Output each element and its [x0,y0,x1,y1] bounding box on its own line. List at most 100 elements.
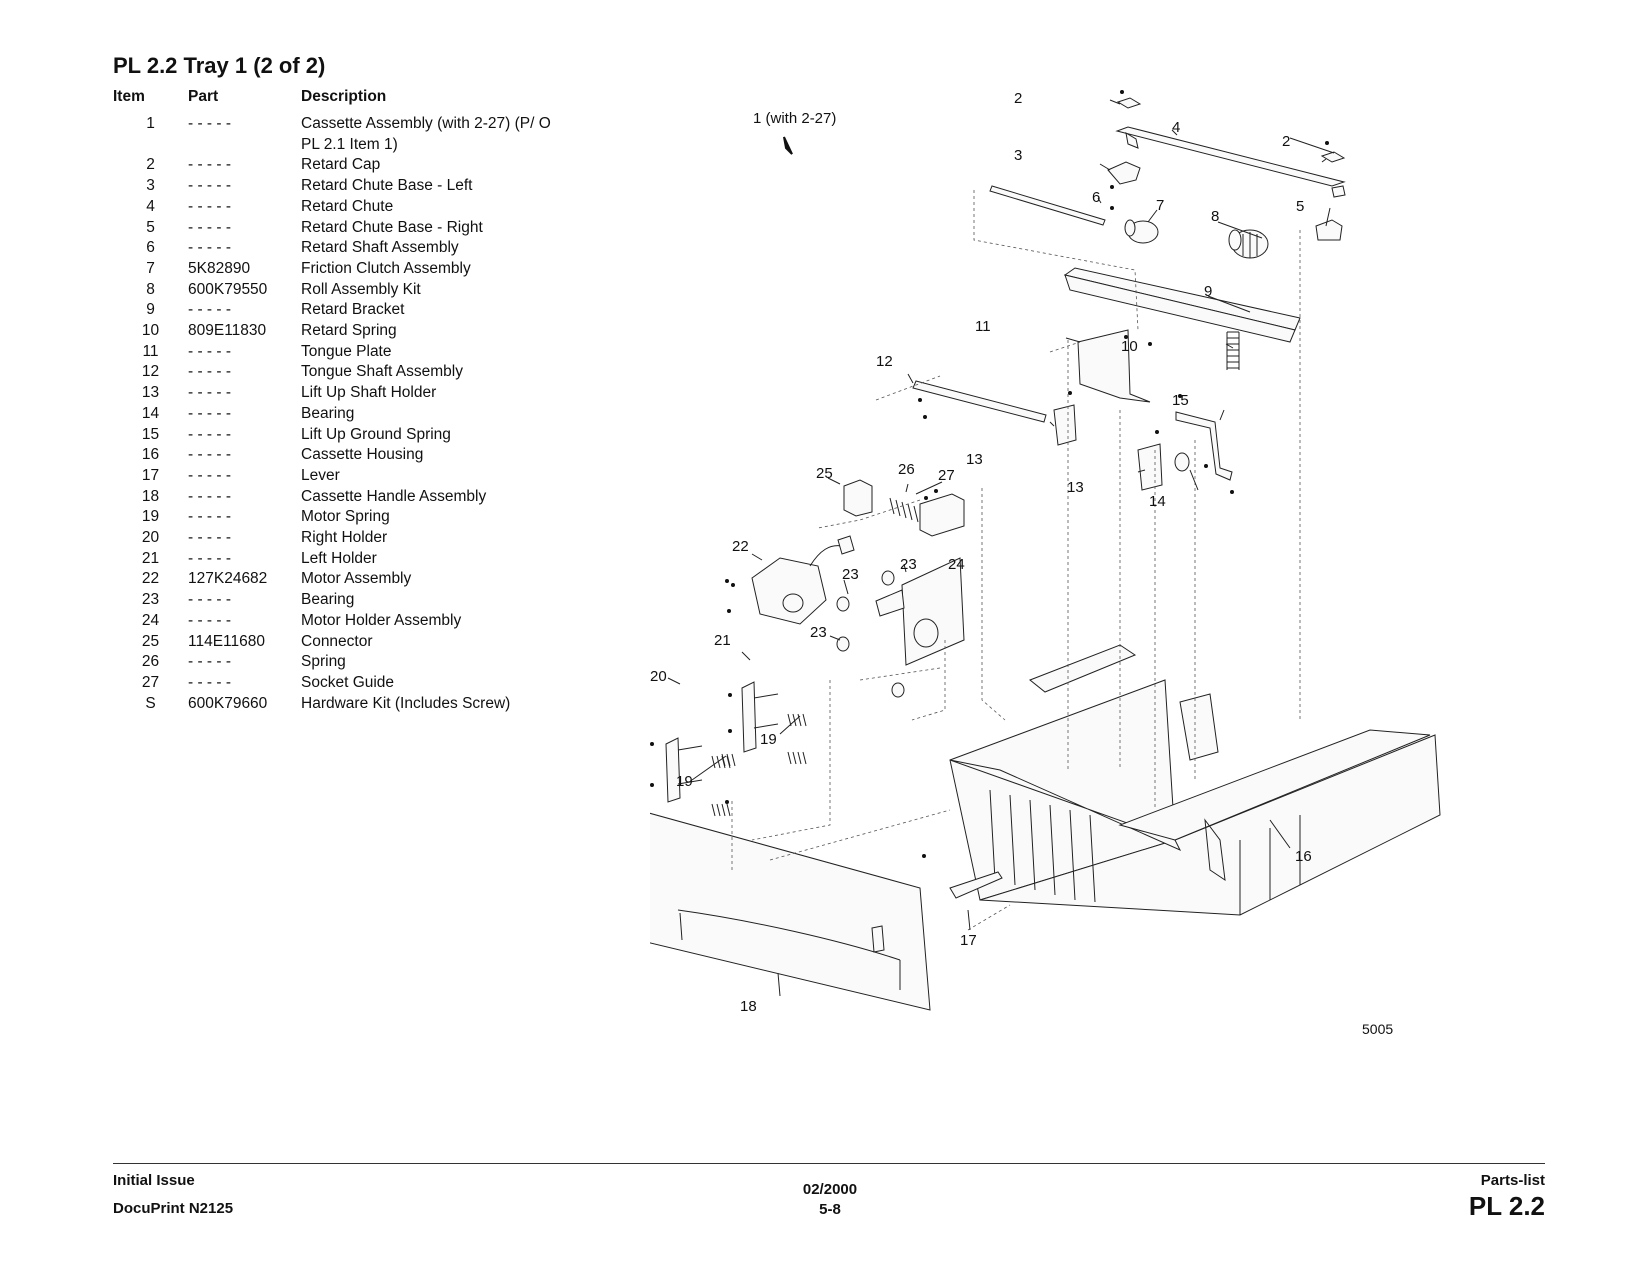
callout-4: 4 [1172,119,1180,136]
bearing-23c [836,636,850,652]
cassette-handle-assembly [650,812,931,1011]
row-description: Bearing [301,404,355,422]
table-row: 4- - - - -Retard Chute [113,197,561,218]
parts-table-body: 1- - - - -Cassette Assembly (with 2-27) … [113,114,561,714]
motor-springs [711,713,807,817]
left-holder [741,681,757,753]
table-row: 14 - - - - - Bearing [113,404,561,425]
shaft-holder-left [1053,404,1077,446]
row-description: Lever [301,466,340,484]
row-item: 24 [141,611,160,629]
row-item: 15 [141,425,160,443]
row-item: 16 [141,446,160,464]
cassette-housing [949,644,1441,916]
row-description: Socket Guide [301,673,395,691]
callout-20: 20 [650,668,667,685]
callout-16: 16 [1295,848,1312,865]
row-item: 14 [141,404,160,422]
retard-bracket [1063,267,1301,331]
row-item: 22 [141,570,160,588]
row-item: 21 [141,549,160,567]
callout-5: 5 [1296,198,1304,215]
assembly-label: 1 (with 2-27) [753,110,836,127]
table-row: 20- - - - -Right Holder [113,528,561,549]
row-description: Tongue Shaft Assembly [301,363,463,381]
row-item: 6 [146,239,155,257]
parts-table-header: Item Part Description [113,88,561,114]
callout-8: 8 [1211,208,1219,225]
row-description: Roll Assembly Kit [301,280,421,298]
header-description: Description [301,88,387,105]
table-row: 23- - - - -Bearing [113,590,561,611]
tongue-plate [1077,329,1151,403]
figure-number: 5005 [1362,1021,1393,1037]
right-holder [665,737,681,803]
callout-9: 9 [1204,283,1212,300]
callout-24: 24 [948,556,965,573]
row-description: Motor Assembly [301,570,412,588]
callout-13a: 13 [966,451,983,468]
row-description: Retard Spring [301,322,397,340]
row-description: Hardware Kit (Includes Screw) [301,694,511,712]
callout-6: 6 [1092,189,1100,206]
row-description: Lift Up Ground Spring [301,425,451,443]
row-description: Connector [301,632,373,650]
row-item: 4 [146,197,155,215]
table-row: 26- - - - -Spring [113,652,561,673]
callout-11: 11 [975,318,991,335]
row-item: 26 [141,653,160,671]
row-part: 114E11680 [188,632,266,650]
callout-19b: 19 [676,773,693,790]
row-part: - - - - - [188,673,232,691]
retard-cap-right [1320,151,1346,163]
row-item: 10 [141,322,160,340]
chute-end-left [1125,132,1139,149]
footer-divider [113,1163,1545,1164]
row-item: 17 [141,466,160,484]
table-row: 3- - - - -Retard Chute Base - Left [113,176,561,197]
chute-base-right [1315,219,1343,241]
header-item: Item [113,88,145,105]
callout-23b: 23 [842,566,859,583]
row-description: Retard Chute [301,197,394,215]
row-item: 11 [142,342,159,360]
motor-holder-assembly [901,557,965,666]
row-item: S [145,694,156,712]
row-part: - - - - - [188,384,232,402]
socket-guide [919,493,965,537]
callout-2b: 2 [1282,133,1290,150]
footer-center: 02/2000 5-8 [780,1180,880,1220]
row-part: 127K24682 [188,570,268,588]
table-row: 22 127K24682 Motor Assembly [113,569,561,590]
callout-14: 14 [1149,493,1166,510]
table-row: 21- - - - -Left Holder [113,549,561,570]
callout-18: 18 [740,998,757,1015]
table-row: 11- - - - -Tongue Plate [113,342,561,363]
row-description: Retard Shaft Assembly [301,239,459,257]
exploded-parts-diagram: 1 (with 2-27) [650,90,1441,1037]
row-part: - - - - - [188,508,232,526]
table-row: 1- - - - -Cassette Assembly (with 2-27) … [113,114,561,155]
row-item: 2 [146,156,155,174]
row-description: Friction Clutch Assembly [301,259,471,277]
row-part: - - - - - [188,487,232,505]
row-description: Lift Up Shaft Holder [301,384,437,402]
table-row: 24- - - - -Motor Holder Assembly [113,611,561,632]
retard-shaft [989,185,1106,226]
callout-25: 25 [816,465,833,482]
row-part: - - - - - [188,591,232,609]
header-part: Part [188,88,219,105]
row-item: 7 [146,259,155,277]
row-description: Retard Chute Base - Left [301,177,473,195]
row-part: - - - - - [188,404,232,422]
row-description: Cassette Assembly (with 2-27) (P/ O PL 2… [301,115,551,153]
table-row: 15 - - - - - Lift Up Ground Spring [113,425,561,446]
table-row: 17 - - - - - Lever [113,466,561,487]
row-part: - - - - - [188,425,232,443]
table-row: 2- - - - -Retard Cap [113,155,561,176]
tongue-shaft [912,380,1047,423]
row-part: - - - - - [188,466,232,484]
callout-7: 7 [1156,197,1164,214]
